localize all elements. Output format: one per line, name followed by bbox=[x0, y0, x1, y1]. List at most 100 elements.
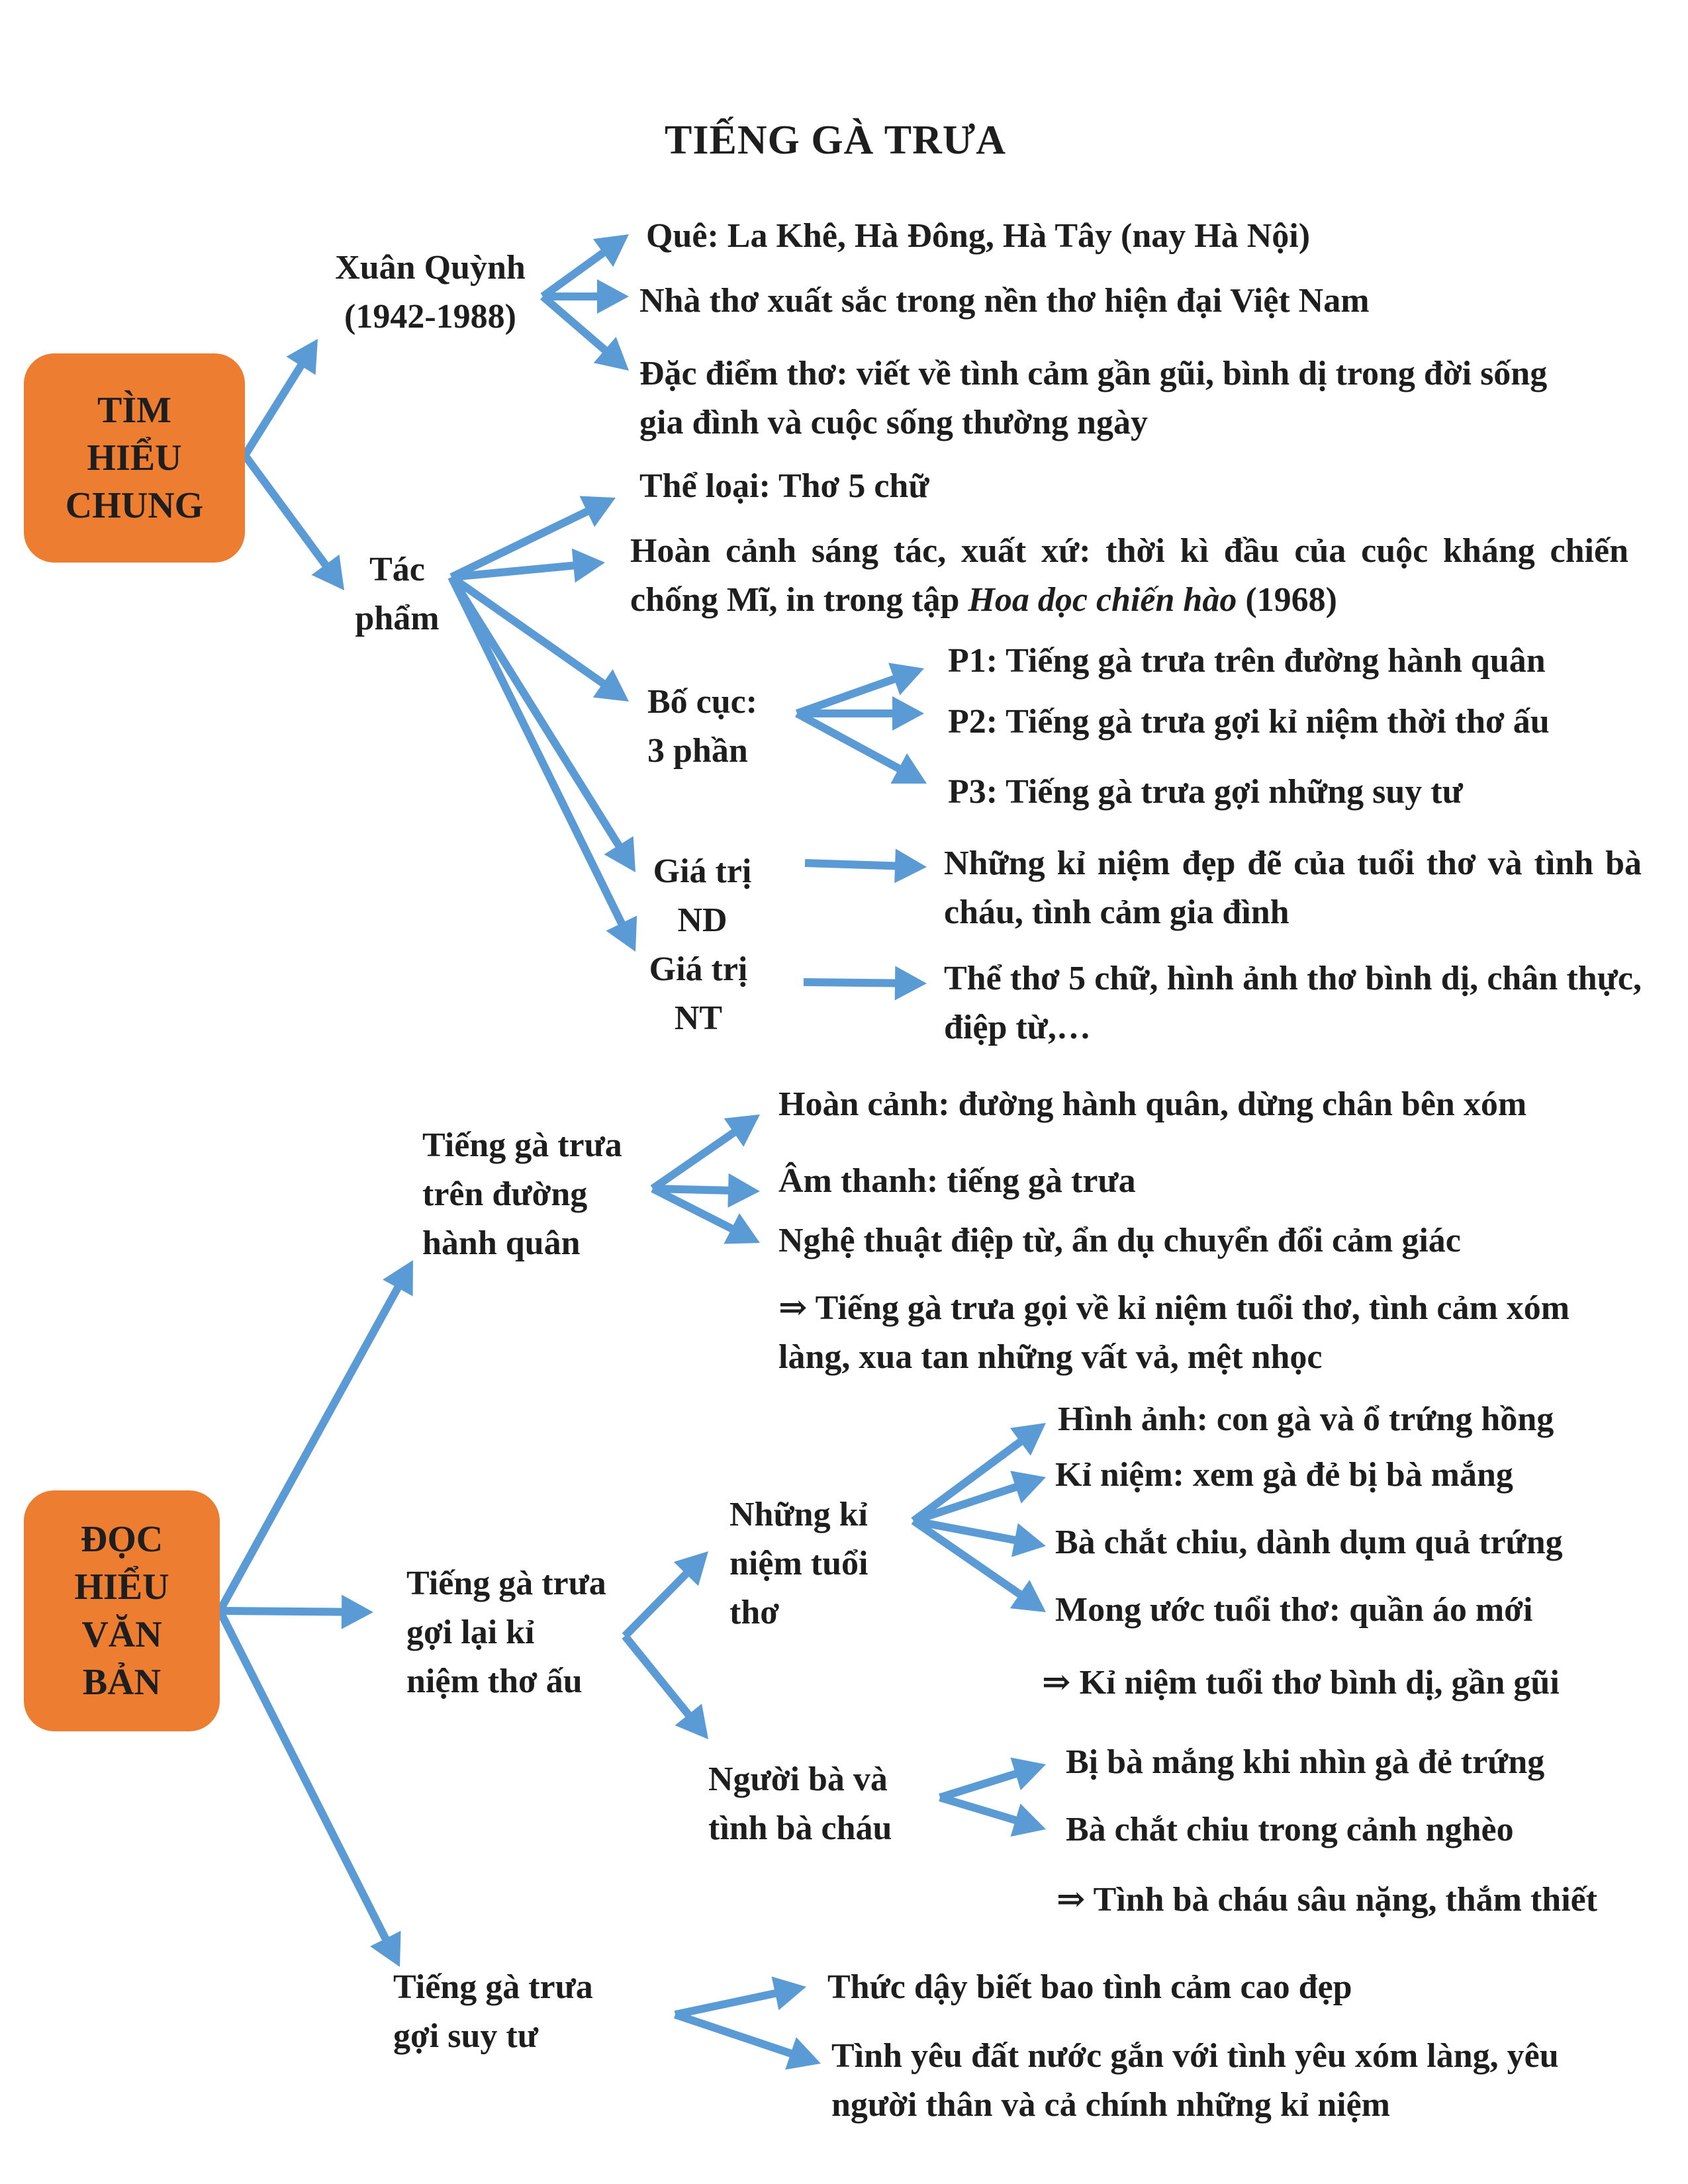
arrow-part3-feelings bbox=[674, 1976, 806, 2019]
node-content-value-line: Giá trị bbox=[653, 852, 752, 890]
arrow-layout-p1 bbox=[796, 662, 924, 717]
arrow-to-part1 bbox=[216, 1260, 413, 1613]
arrow-to-author bbox=[241, 339, 318, 458]
node-art-value: Giá trị NT bbox=[629, 945, 768, 1043]
arrow-author-hometown bbox=[540, 234, 629, 300]
node-grandmother-line: Người bà và bbox=[708, 1760, 888, 1798]
node-layout-line: Bố cục: bbox=[647, 683, 758, 721]
arrow-art-value bbox=[803, 966, 927, 1001]
memories-saving: Bà chắt chiu, dành dụm quả trứng bbox=[1055, 1524, 1563, 1561]
memories-wish: Mong ước tuổi thơ: quần áo mới bbox=[1055, 1591, 1533, 1629]
box-doc-hieu-van-ban: ĐỌC HIỂU VĂN BẢN bbox=[24, 1490, 220, 1731]
arrow-author-style bbox=[540, 293, 629, 371]
arrow-memories-saving bbox=[912, 1517, 1046, 1557]
node-memories-line: thơ bbox=[729, 1594, 780, 1631]
arrow-part1-sound bbox=[652, 1173, 760, 1208]
arrow-part2-memories bbox=[622, 1551, 708, 1639]
node-author: Xuân Quỳnh (1942-1988) bbox=[318, 244, 543, 341]
arrow-to-work bbox=[242, 453, 344, 590]
arrow-grandmother-scolded bbox=[939, 1757, 1046, 1801]
arrow-memories-image bbox=[911, 1423, 1046, 1524]
arrow-layout-p3 bbox=[795, 709, 927, 784]
grandmother-scolded: Bị bà mắng khi nhìn gà đẻ trứng bbox=[1066, 1743, 1545, 1781]
page-title: TIẾNG GÀ TRƯA bbox=[665, 118, 1006, 163]
node-part3-line: Tiếng gà trưa bbox=[393, 1968, 593, 2006]
node-part1-line: hành quân bbox=[422, 1224, 581, 1262]
box-line: ĐỌC bbox=[80, 1519, 164, 1560]
node-part3-line: gợi suy tư bbox=[393, 2017, 538, 2055]
node-part1: Tiếng gà trưa trên đường hành quân bbox=[422, 1121, 622, 1268]
node-content-value: Giá trị ND bbox=[633, 847, 772, 945]
box-line: HIỂU bbox=[74, 1567, 169, 1608]
arrow-part3-patriotism bbox=[674, 2011, 821, 2070]
memories-conclusion: ⇒ Kỉ niệm tuổi thơ bình dị, gần gũi bbox=[1042, 1664, 1560, 1702]
arrow-work-genre bbox=[449, 496, 616, 581]
author-hometown: Quê: La Khê, Hà Đông, Hà Tây (nay Hà Nội… bbox=[646, 217, 1311, 255]
arrow-layout-p2 bbox=[797, 696, 924, 731]
node-work-line: phẩm bbox=[355, 600, 440, 637]
arrow-work-art-value bbox=[447, 575, 637, 952]
box-line: BẢN bbox=[82, 1662, 162, 1703]
node-part1-line: trên đường bbox=[422, 1175, 588, 1213]
content-value-text: Những kỉ niệm đẹp đẽ của tuổi thơ và tìn… bbox=[944, 844, 1642, 931]
node-art-value-line: NT bbox=[674, 999, 723, 1037]
part1-sound: Âm thanh: tiếng gà trưa bbox=[778, 1162, 1136, 1200]
arrow-content-value bbox=[804, 848, 927, 884]
box-line: VĂN bbox=[81, 1614, 162, 1655]
box-line: TÌM bbox=[97, 390, 171, 431]
memories-scolded: Kỉ niệm: xem gà đẻ bị bà mắng bbox=[1055, 1456, 1513, 1494]
grandmother-conclusion: ⇒ Tình bà cháu sâu nặng, thắm thiết bbox=[1056, 1881, 1598, 1919]
arrow-part2-grandmother bbox=[622, 1633, 708, 1739]
box-line: CHUNG bbox=[65, 485, 204, 526]
node-part2-line: gợi lại kỉ bbox=[406, 1614, 535, 1651]
arrow-to-part2 bbox=[219, 1594, 373, 1629]
work-context-year: (1968) bbox=[1237, 581, 1337, 619]
work-context: Hoàn cảnh sáng tác, xuất xứ: thời kì đầu… bbox=[630, 527, 1628, 625]
node-work-line: Tác bbox=[369, 551, 425, 588]
layout-part-3: P3: Tiếng gà trưa gợi những suy tư bbox=[948, 773, 1463, 811]
work-genre: Thể loại: Thơ 5 chữ bbox=[639, 467, 929, 505]
arrow-author-status bbox=[543, 279, 629, 314]
node-part2-line: niệm thơ ấu bbox=[406, 1662, 583, 1700]
part3-feelings: Thức dậy biết bao tình cảm cao đẹp bbox=[827, 1968, 1352, 2006]
node-part2: Tiếng gà trưa gợi lại kỉ niệm thơ ấu bbox=[406, 1559, 606, 1706]
arrow-part1-context bbox=[650, 1115, 760, 1192]
node-content-value-line: ND bbox=[677, 901, 727, 939]
node-grandmother: Người bà và tình bà cháu bbox=[708, 1755, 892, 1853]
node-layout-line: 3 phần bbox=[647, 732, 748, 770]
node-part2-line: Tiếng gà trưa bbox=[406, 1565, 606, 1602]
grandmother-thrifty: Bà chắt chiu trong cảnh nghèo bbox=[1066, 1811, 1514, 1848]
memories-image: Hình ảnh: con gà và ổ trứng hồng bbox=[1058, 1400, 1554, 1438]
node-part3: Tiếng gà trưa gợi suy tư bbox=[393, 1963, 593, 2061]
node-author-name: Xuân Quỳnh bbox=[335, 249, 526, 287]
arrow-part1-art bbox=[651, 1185, 760, 1244]
arrow-work-layout bbox=[449, 574, 629, 702]
layout-part-1: P1: Tiếng gà trưa trên đường hành quân bbox=[948, 642, 1546, 680]
part1-context: Hoàn cảnh: đường hành quân, dừng chân bê… bbox=[778, 1085, 1527, 1123]
node-memories: Những kỉ niệm tuổi thơ bbox=[729, 1490, 868, 1637]
author-style: Đặc điểm thơ: viết về tình cảm gần gũi, … bbox=[639, 355, 1548, 441]
node-author-years: (1942-1988) bbox=[344, 298, 516, 336]
part1-art: Nghệ thuật điệp từ, ẩn dụ chuyển đổi cảm… bbox=[778, 1222, 1461, 1259]
box-tim-hieu-chung: TÌM HIỂU CHUNG bbox=[24, 353, 245, 563]
author-status: Nhà thơ xuất sắc trong nền thơ hiện đại … bbox=[639, 282, 1370, 320]
node-art-value-line: Giá trị bbox=[649, 950, 748, 988]
node-layout: Bố cục: 3 phần bbox=[647, 678, 757, 776]
box-line: HIỂU bbox=[87, 437, 182, 478]
arrow-work-context bbox=[451, 548, 605, 583]
node-part1-line: Tiếng gà trưa bbox=[422, 1126, 622, 1164]
work-collection-title: Hoa dọc chiến hào bbox=[968, 581, 1237, 619]
arrow-memories-wish bbox=[911, 1518, 1046, 1612]
arrow-grandmother-thrifty bbox=[939, 1794, 1046, 1837]
art-value-text: Thể thơ 5 chữ, hình ảnh thơ bình dị, châ… bbox=[944, 960, 1642, 1046]
arrow-work-content-value bbox=[447, 574, 635, 872]
node-grandmother-line: tình bà cháu bbox=[708, 1809, 892, 1847]
layout-part-2: P2: Tiếng gà trưa gợi kỉ niệm thời thơ ấ… bbox=[948, 703, 1550, 741]
arrow-to-part3 bbox=[216, 1609, 401, 1967]
part1-conclusion: ⇒ Tiếng gà trưa gọi về kỉ niệm tuổi thơ,… bbox=[778, 1289, 1570, 1376]
node-work: Tác phẩm bbox=[324, 545, 470, 643]
node-memories-line: Những kỉ bbox=[729, 1496, 868, 1533]
work-context-text: Hoàn cảnh sáng tác, xuất xứ: thời kì đầu… bbox=[630, 532, 1628, 619]
node-memories-line: niệm tuổi bbox=[729, 1545, 868, 1582]
